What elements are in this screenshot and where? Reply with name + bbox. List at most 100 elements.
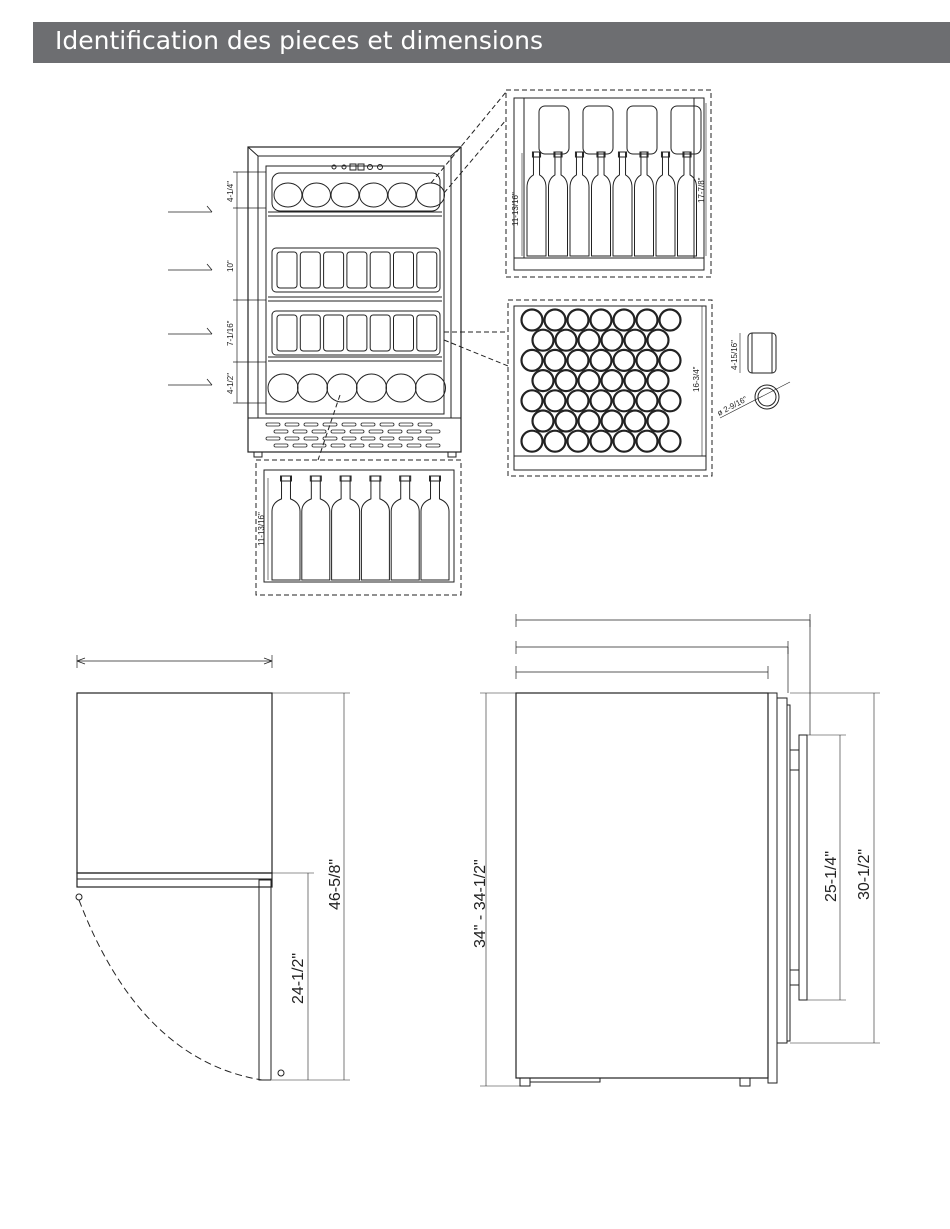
vent-slot — [418, 423, 432, 426]
door-handle — [790, 735, 807, 1000]
can-top — [568, 350, 589, 371]
detail-cans: 16-3/4" 4-15/16" ø 2-9/16" — [444, 300, 790, 476]
bottom-bottle-cap — [340, 476, 351, 481]
upper-height-left: 11-13/16" — [511, 192, 520, 226]
vent-slot — [323, 437, 337, 440]
vent-slot — [369, 430, 383, 433]
bottom-bottle — [361, 476, 389, 580]
upper-bottle — [635, 152, 654, 256]
can-top — [533, 370, 554, 391]
vent-slot — [285, 437, 299, 440]
vent-slot — [426, 430, 440, 433]
can-top — [579, 330, 600, 351]
leader-arrows — [168, 206, 212, 385]
bottom-bottle — [272, 476, 300, 580]
can-tray-depth: 16-3/4" — [692, 366, 701, 392]
can-top — [648, 330, 669, 351]
can-top — [545, 310, 566, 331]
front-can — [394, 252, 414, 288]
front-bottle-end — [268, 374, 298, 402]
front-can — [324, 315, 344, 351]
vent-slot — [293, 444, 307, 447]
vent-slot — [426, 444, 440, 447]
front-bottle-end — [357, 374, 387, 402]
front-bottles-bottom-row — [268, 374, 446, 402]
can-top — [545, 350, 566, 371]
vent-slot — [361, 437, 375, 440]
bottom-bottles — [272, 476, 449, 580]
can-top — [545, 431, 566, 452]
detail-upper-bottles: 11-13/16" 17-7/8" — [431, 90, 711, 277]
can-top — [614, 390, 635, 411]
bottom-bottle — [391, 476, 419, 580]
can-top — [568, 390, 589, 411]
handle-length: 25-1/4" — [823, 851, 840, 902]
shelf-dimension-lines — [233, 172, 266, 403]
bottom-bottle — [302, 476, 330, 580]
upper-bottle — [549, 152, 568, 256]
upper-bottle-body-back — [671, 106, 701, 154]
can-top — [579, 370, 600, 391]
can-top — [533, 330, 554, 351]
vent-slot — [342, 423, 356, 426]
front-can — [277, 252, 297, 288]
can-top — [660, 390, 681, 411]
can-top — [637, 431, 658, 452]
upper-bottles — [527, 106, 701, 256]
vent-slot — [304, 437, 318, 440]
can-top — [579, 411, 600, 432]
vent-slot — [274, 444, 288, 447]
vent-slot — [312, 430, 326, 433]
front-bottle-end — [298, 374, 328, 402]
front-can — [417, 315, 437, 351]
can-top — [637, 310, 658, 331]
top-view: 46-5/8" 24-1/2" — [76, 655, 350, 1080]
can-top — [591, 310, 612, 331]
detail-bottom-bottles: 11-13/16" — [256, 395, 461, 595]
can-top — [568, 310, 589, 331]
shelf-dim-1: 4-1/4" — [226, 181, 235, 202]
bottom-bottle-cap — [281, 476, 292, 481]
vent-slot — [293, 430, 307, 433]
front-bottle-end — [386, 374, 416, 402]
front-bottle-end — [303, 183, 331, 207]
can-grid — [522, 310, 681, 452]
vent-slot — [266, 437, 280, 440]
door-height: 30-1/2" — [856, 849, 873, 900]
bottom-bottle — [332, 476, 360, 580]
front-can — [300, 252, 320, 288]
front-can — [394, 315, 414, 351]
vent-slot — [312, 444, 326, 447]
control-panel — [332, 164, 383, 170]
front-can — [417, 252, 437, 288]
vent-slot — [380, 423, 394, 426]
can-height: 4-15/16" — [730, 340, 739, 370]
can-top — [625, 411, 646, 432]
front-can — [347, 252, 367, 288]
vent-slot — [304, 423, 318, 426]
upper-height-right: 17-7/8" — [697, 177, 706, 203]
upper-bottle — [527, 152, 546, 256]
vent-slot — [399, 437, 413, 440]
front-cans-row — [272, 248, 440, 292]
can-top — [637, 350, 658, 371]
door-open-depth: 46-5/8" — [327, 859, 344, 910]
vent-slot — [350, 444, 364, 447]
bottom-bottle-cap — [370, 476, 381, 481]
can-top — [614, 431, 635, 452]
can-top — [625, 370, 646, 391]
front-bottles-top-row — [274, 183, 445, 207]
can-top — [625, 330, 646, 351]
upper-bottle — [613, 152, 632, 256]
can-top — [522, 310, 543, 331]
can-top — [556, 370, 577, 391]
front-bottle-end — [388, 183, 416, 207]
front-bottle-end — [416, 374, 446, 402]
bottom-bottle-height: 11-13/16" — [257, 512, 266, 546]
can-top — [660, 310, 681, 331]
front-can — [277, 315, 297, 351]
vent-slot — [331, 430, 345, 433]
can-top — [648, 370, 669, 391]
can-top — [602, 411, 623, 432]
